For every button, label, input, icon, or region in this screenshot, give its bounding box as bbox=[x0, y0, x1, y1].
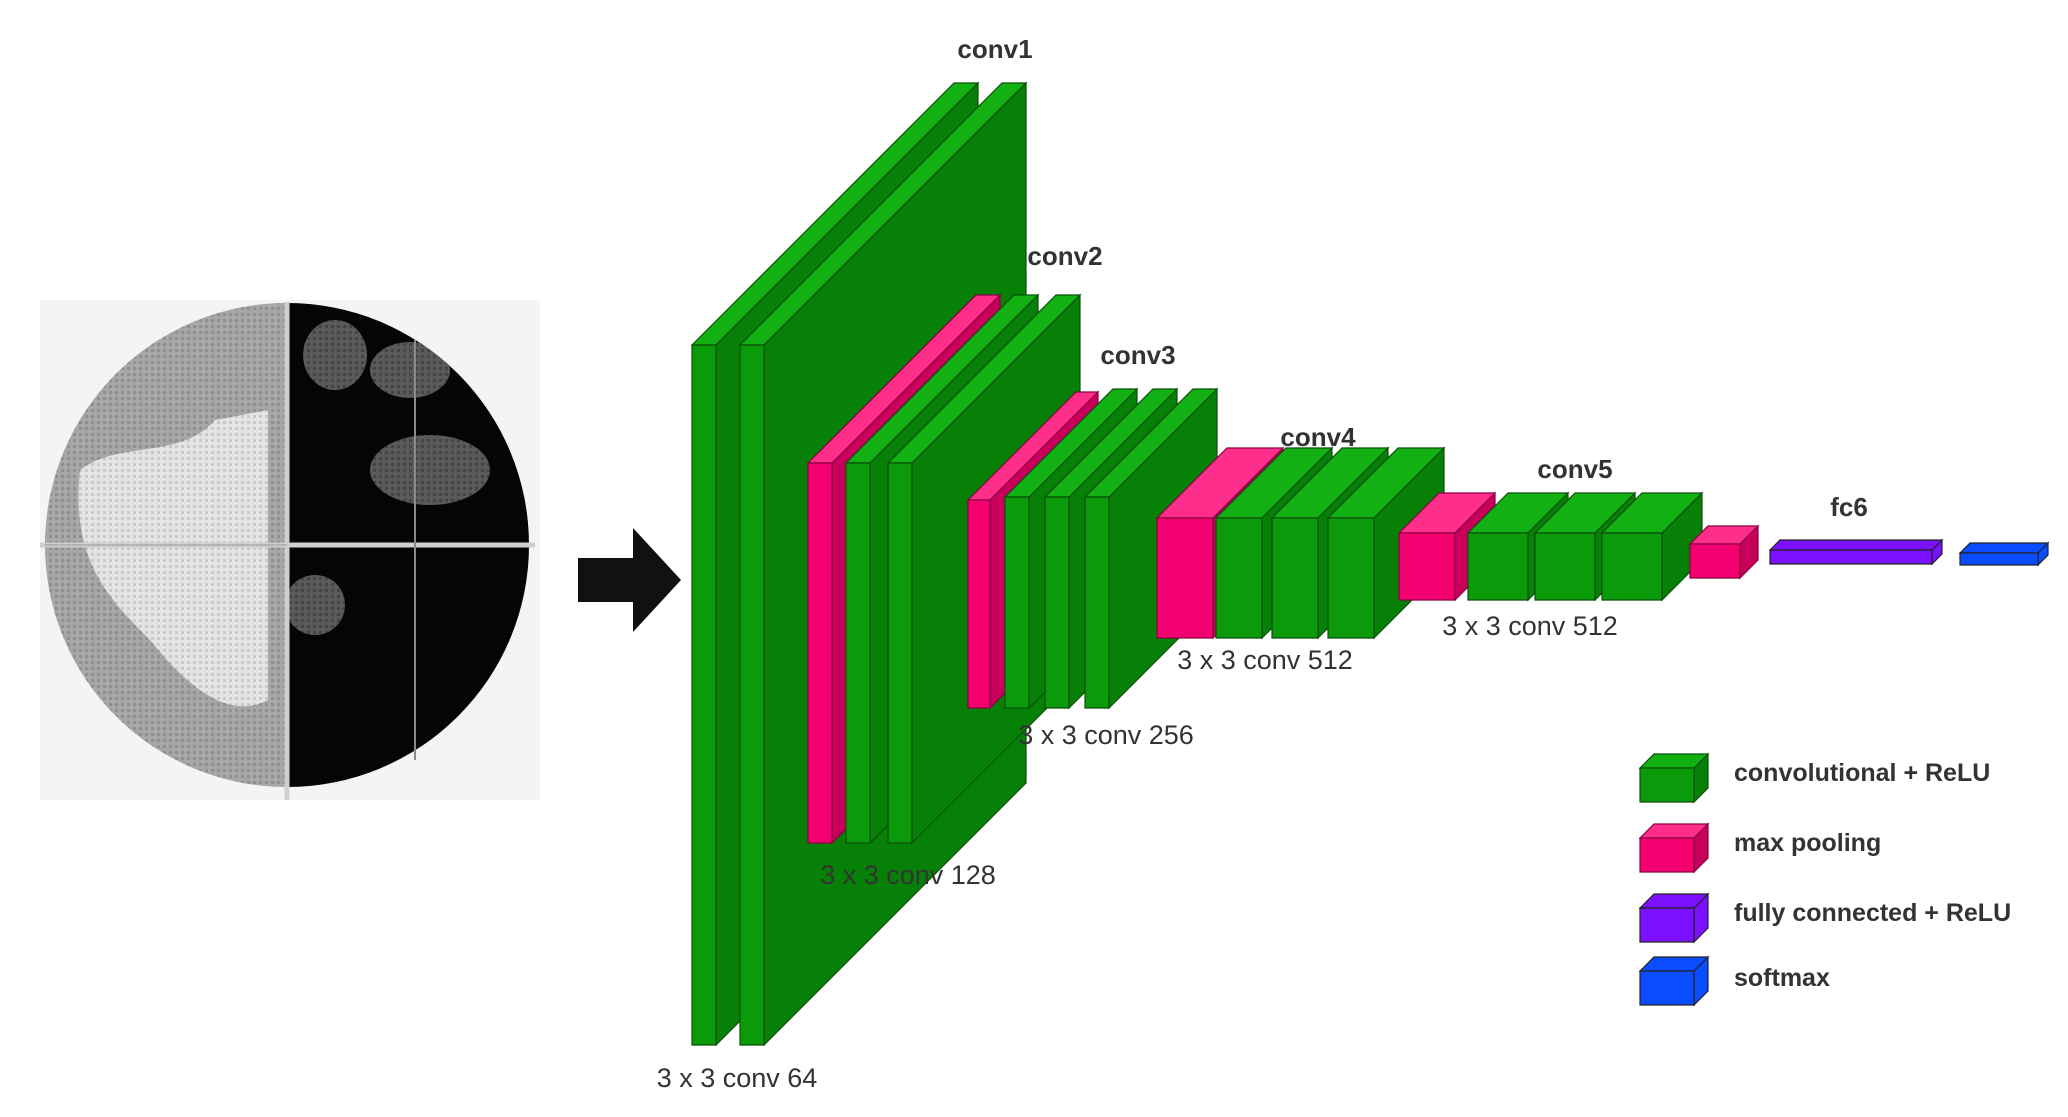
legend: convolutional + ReLU max pooling fully c… bbox=[1638, 752, 2011, 1007]
fc6-layer bbox=[1768, 538, 1944, 566]
title-conv1: conv1 bbox=[957, 34, 1032, 64]
block-captions: 3 x 3 conv 64 3 x 3 conv 128 3 x 3 conv … bbox=[657, 611, 1618, 1093]
conv5-slab-3 bbox=[1600, 491, 1704, 602]
title-conv2: conv2 bbox=[1027, 241, 1102, 271]
title-conv3: conv3 bbox=[1100, 340, 1175, 370]
caption-conv4: 3 x 3 conv 512 bbox=[1177, 645, 1353, 675]
caption-conv3: 3 x 3 conv 256 bbox=[1018, 720, 1194, 750]
legend-label-fc: fully connected + ReLU bbox=[1734, 899, 2011, 927]
legend-label-conv: convolutional + ReLU bbox=[1734, 759, 1990, 787]
legend-swatch-pool bbox=[1638, 822, 1710, 874]
legend-swatches bbox=[1638, 752, 1710, 1007]
softmax-layer bbox=[1958, 541, 2050, 567]
caption-conv1: 3 x 3 conv 64 bbox=[657, 1063, 818, 1093]
legend-swatch-softmax bbox=[1638, 955, 1710, 1007]
title-fc6: fc6 bbox=[1830, 492, 1868, 522]
legend-label-softmax: softmax bbox=[1734, 964, 1830, 992]
caption-conv2: 3 x 3 conv 128 bbox=[820, 860, 996, 890]
legend-label-pool: max pooling bbox=[1734, 829, 1881, 857]
right-arrow-icon bbox=[578, 528, 681, 632]
legend-swatch-fc bbox=[1638, 892, 1710, 944]
network-layers bbox=[690, 81, 2050, 1047]
input-visual-field-image bbox=[40, 300, 540, 800]
caption-conv5: 3 x 3 conv 512 bbox=[1442, 611, 1618, 641]
block-titles: conv1 conv2 conv3 conv4 conv5 fc6 bbox=[957, 34, 1867, 522]
legend-swatch-conv bbox=[1638, 752, 1710, 804]
pool-final bbox=[1688, 524, 1760, 580]
title-conv4: conv4 bbox=[1280, 422, 1356, 452]
title-conv5: conv5 bbox=[1537, 454, 1612, 484]
